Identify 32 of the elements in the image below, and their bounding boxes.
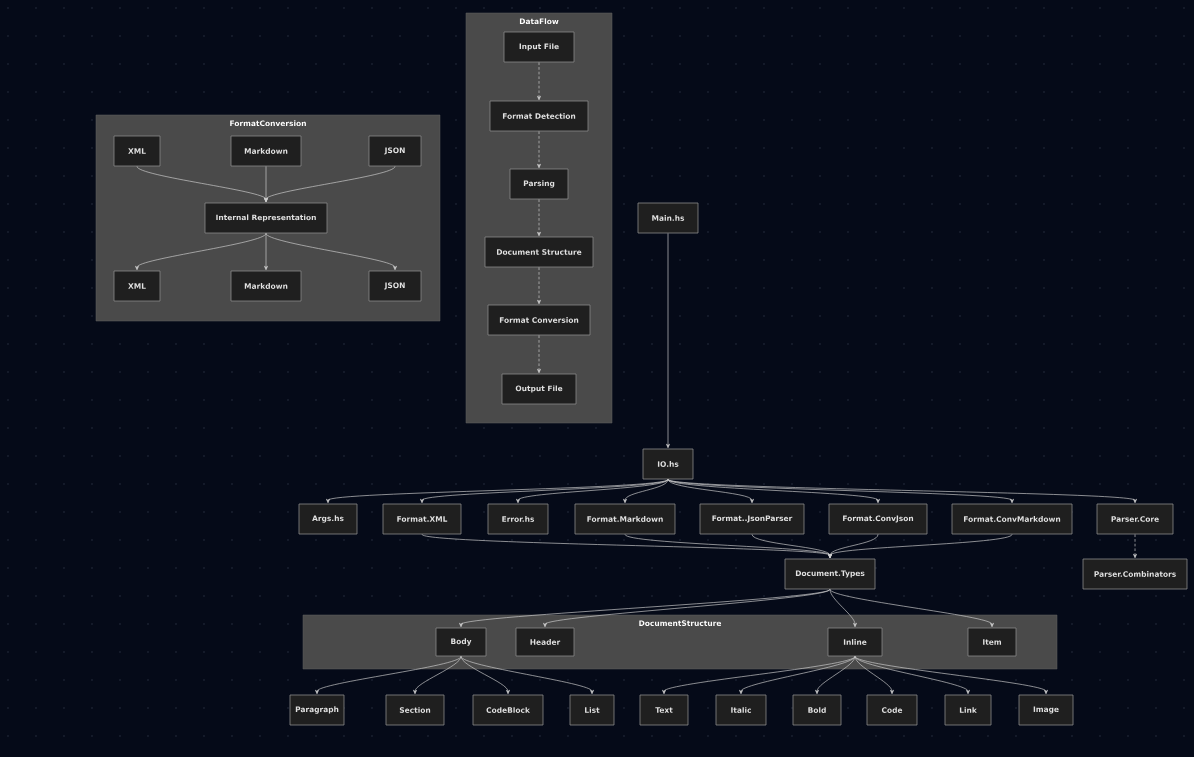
arrow <box>623 479 669 504</box>
arrow <box>459 589 831 628</box>
arrow <box>537 199 541 237</box>
arrow <box>815 656 856 695</box>
arrow <box>264 233 268 271</box>
arrow <box>667 479 880 504</box>
arrow <box>460 656 510 695</box>
arrow <box>537 335 541 374</box>
arrow <box>662 656 856 695</box>
arrow <box>135 233 267 271</box>
arrow <box>413 656 462 695</box>
arrow <box>315 656 462 695</box>
arrow <box>667 479 754 504</box>
arrow <box>666 233 670 449</box>
arrow <box>537 62 541 101</box>
arrow <box>516 479 669 504</box>
arrow <box>326 479 669 504</box>
arrow <box>543 589 831 628</box>
arrow <box>265 233 397 271</box>
arrow <box>537 267 541 305</box>
arrow <box>829 589 994 628</box>
arrow <box>854 656 894 695</box>
arrow <box>739 656 856 695</box>
arrow <box>667 479 1137 504</box>
arrow <box>829 589 857 628</box>
arrow <box>1133 534 1137 559</box>
arrow <box>537 131 541 169</box>
arrow <box>828 534 1013 559</box>
arrow <box>460 656 594 695</box>
arrow <box>854 656 970 695</box>
arrow <box>264 166 396 203</box>
arrow <box>854 656 1048 695</box>
